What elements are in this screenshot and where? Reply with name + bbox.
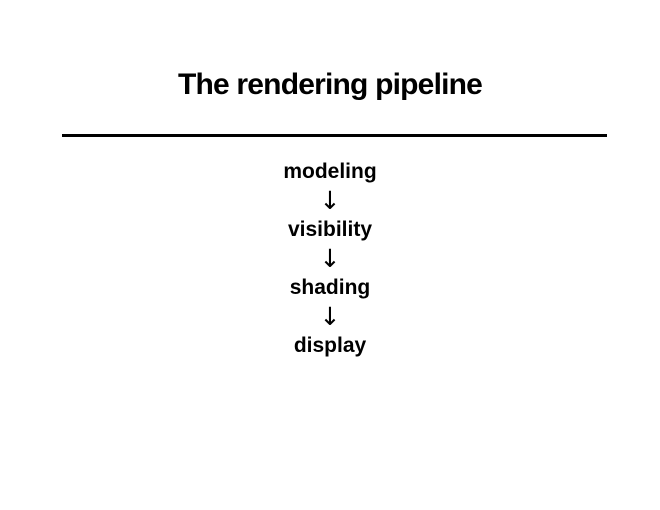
pipeline-stage-visibility: visibility [287, 218, 373, 241]
down-arrow-icon: ↓ [319, 186, 341, 215]
pipeline-diagram: modeling ↓ visibility ↓ shading ↓ displa… [0, 160, 660, 358]
pipeline-stage-display: display [293, 334, 367, 357]
pipeline-stage-modeling: modeling [283, 160, 377, 183]
pipeline-stage-shading: shading [289, 276, 371, 299]
title-divider [62, 134, 607, 137]
down-arrow-icon: ↓ [319, 244, 341, 273]
slide-title: The rendering pipeline [177, 68, 483, 101]
down-arrow-icon: ↓ [319, 302, 341, 331]
